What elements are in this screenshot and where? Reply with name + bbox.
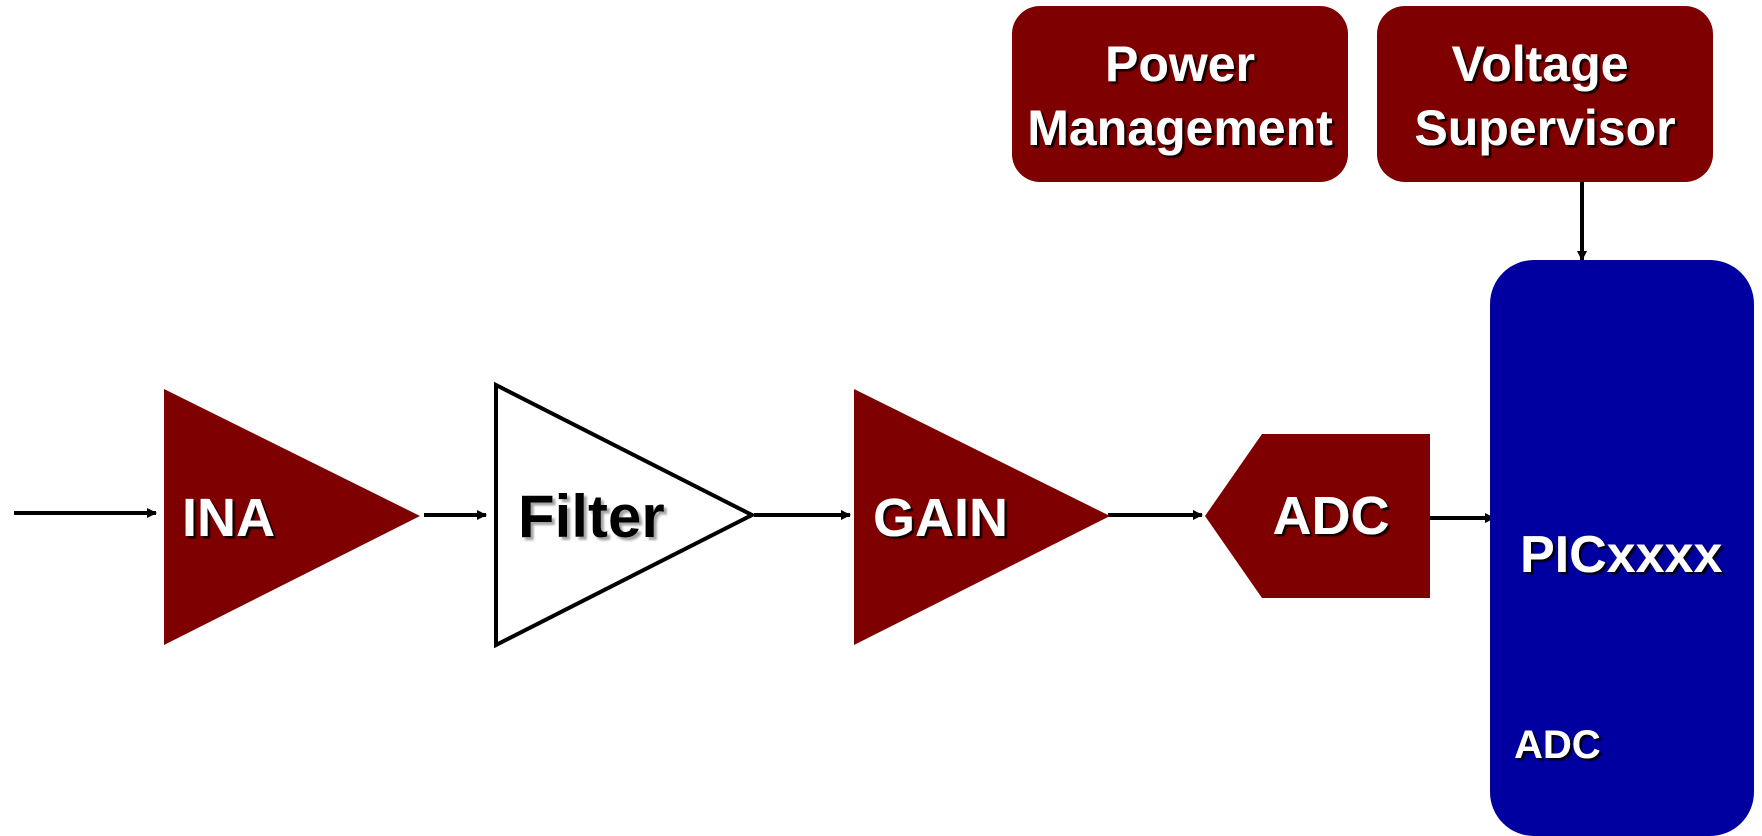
adc-block: ADC bbox=[1205, 434, 1430, 598]
microcontroller-block: PICxxxx ADC bbox=[1490, 260, 1754, 836]
microcontroller-adc-label: ADC bbox=[1514, 723, 1601, 767]
power-management-label-line1: Power bbox=[1105, 36, 1255, 92]
voltage-supervisor-block: Voltage Supervisor bbox=[1377, 6, 1713, 182]
power-management-block: Power Management bbox=[1012, 6, 1348, 182]
gain-amplifier: GAIN bbox=[854, 389, 1110, 645]
gain-label: GAIN bbox=[873, 488, 1008, 548]
voltage-supervisor-label-line2: Supervisor bbox=[1414, 100, 1675, 156]
adc-label: ADC bbox=[1273, 486, 1390, 546]
ina-label: INA bbox=[182, 488, 275, 548]
filter-block: Filter bbox=[494, 381, 757, 649]
power-management-label-line2: Management bbox=[1027, 100, 1333, 156]
voltage-supervisor-label-line1: Voltage bbox=[1452, 36, 1629, 92]
ina-amplifier: INA bbox=[164, 389, 420, 645]
filter-label: Filter bbox=[518, 483, 665, 550]
microcontroller-label: PICxxxx bbox=[1520, 526, 1722, 584]
